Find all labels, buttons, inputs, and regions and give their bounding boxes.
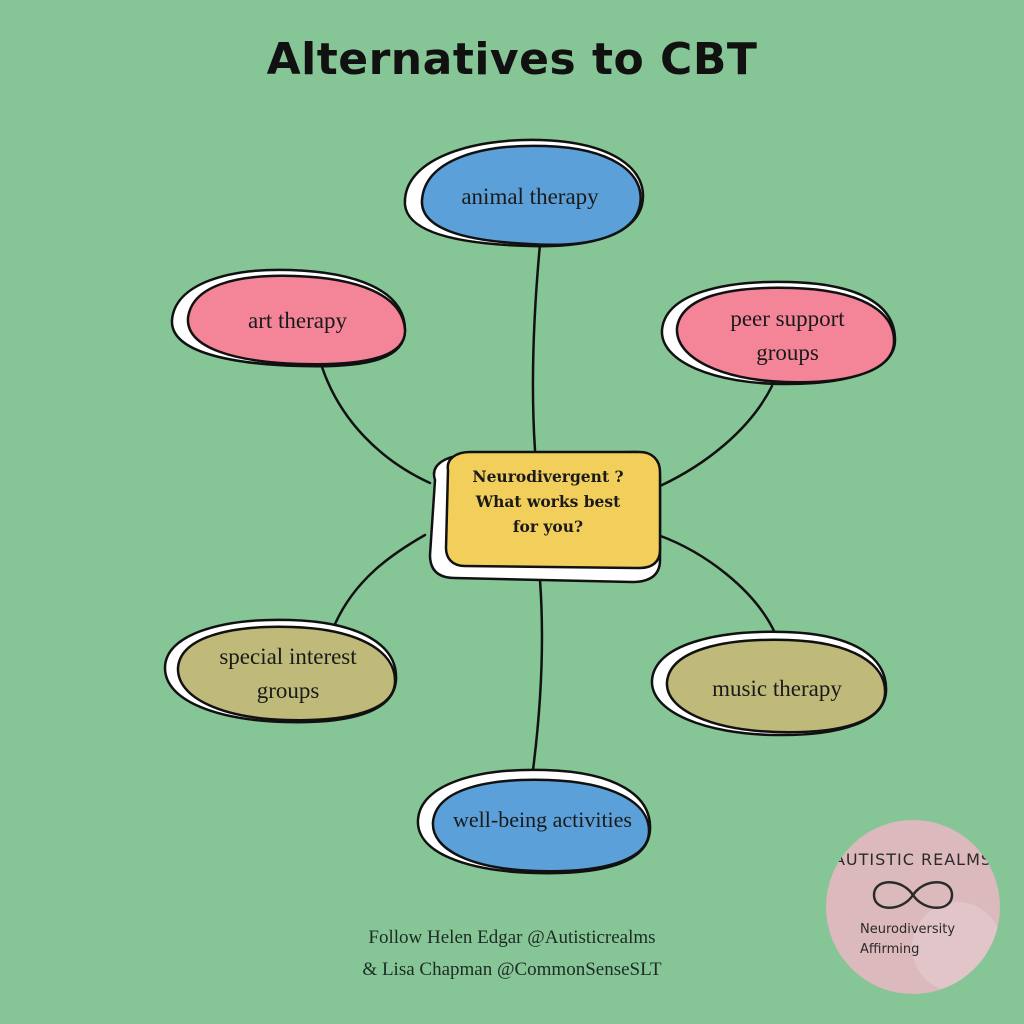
footer-line2: & Lisa Chapman @CommonSenseSLT xyxy=(362,959,662,980)
logo-tagline-line1: Neurodiversity xyxy=(860,922,956,937)
label-music-therapy: music therapy xyxy=(667,672,887,706)
footer-credits: Follow Helen Edgar @Autisticrealms & Lis… xyxy=(262,922,762,986)
connector-peer xyxy=(658,384,774,488)
logo-watermark xyxy=(912,902,1000,992)
label-animal-therapy: animal therapy xyxy=(420,180,640,214)
center-line1: Neurodivergent ? xyxy=(472,467,624,486)
label-wellbeing-activities-text: well-being activities xyxy=(453,807,632,832)
center-line3: for you? xyxy=(512,517,584,536)
label-special-interest: special interest groups xyxy=(178,640,398,708)
logo-name: AUTISTIC REALMS xyxy=(833,850,993,869)
label-peer-support-line1: peer support xyxy=(730,306,845,331)
node-wellbeing-activities xyxy=(416,768,652,875)
label-peer-support-line2: groups xyxy=(756,340,819,365)
label-wellbeing-activities: well-being activities xyxy=(430,803,655,837)
node-special-interest xyxy=(163,618,398,724)
label-peer-support: peer support groups xyxy=(680,302,895,370)
connector-art xyxy=(320,365,432,485)
logo-tagline: Neurodiversity Affirming xyxy=(860,920,980,960)
infinity-icon xyxy=(872,881,954,909)
footer-line1: Follow Helen Edgar @Autisticrealms xyxy=(368,927,656,948)
label-music-therapy-text: music therapy xyxy=(712,676,842,701)
node-peer-support xyxy=(660,280,897,386)
node-animal-therapy xyxy=(403,138,645,248)
label-special-interest-line1: special interest xyxy=(219,644,357,669)
connector-music xyxy=(656,533,777,635)
center-node xyxy=(428,450,662,584)
center-line2: What works best xyxy=(475,492,621,511)
label-animal-therapy-text: animal therapy xyxy=(461,184,599,209)
connector-special xyxy=(333,533,427,626)
connector-animal xyxy=(531,242,542,452)
label-art-therapy: art therapy xyxy=(190,304,405,338)
page-title: Alternatives to CBT xyxy=(266,34,758,85)
connector-wellbeing xyxy=(531,578,544,772)
logo-tagline-line2: Affirming xyxy=(860,942,920,957)
center-question: Neurodivergent ? What works best for you… xyxy=(448,464,648,539)
label-special-interest-line2: groups xyxy=(256,678,320,703)
node-art-therapy xyxy=(170,268,407,368)
label-art-therapy-text: art therapy xyxy=(248,308,347,333)
autistic-realms-logo: AUTISTIC REALMS Neurodiversity Affirming xyxy=(826,820,1000,994)
node-music-therapy xyxy=(650,630,888,737)
